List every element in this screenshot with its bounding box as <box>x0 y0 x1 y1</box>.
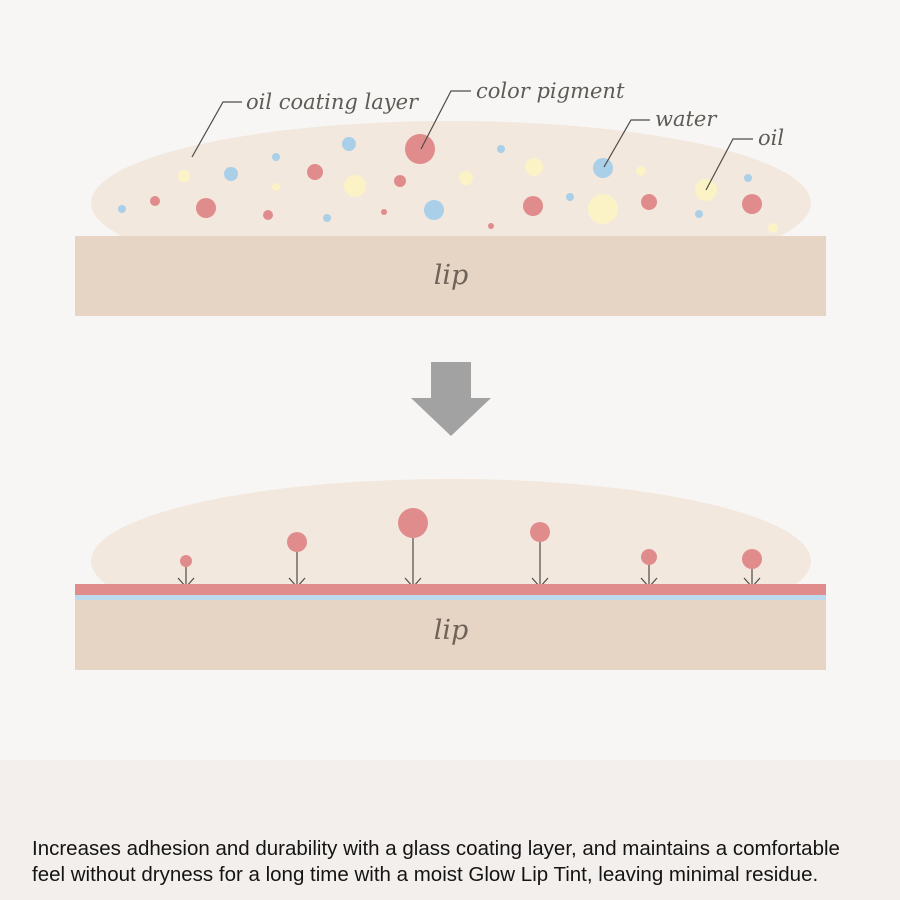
bottom-panel: lip <box>75 479 826 670</box>
water-particle <box>497 145 505 153</box>
pigment-drop <box>530 522 550 542</box>
pigment-particle <box>641 194 657 210</box>
down-arrow-icon <box>411 362 491 436</box>
top-panel: lip oil coating layer color pigment wate… <box>75 79 826 316</box>
lip-tint-diagram: lip oil coating layer color pigment wate… <box>75 79 826 670</box>
label-color-pigment: color pigment <box>476 79 625 103</box>
water-particle <box>695 210 703 218</box>
pigment-particle <box>307 164 323 180</box>
water-layer <box>75 595 826 600</box>
pigment-particle <box>150 196 160 206</box>
caption-band: Increases adhesion and durability with a… <box>0 760 900 900</box>
oil-particle <box>525 158 543 176</box>
leader-line-oil <box>705 138 753 191</box>
pigment-particle <box>742 194 762 214</box>
lip-base-top <box>75 236 826 316</box>
water-particle <box>566 193 574 201</box>
water-particle <box>424 200 444 220</box>
pigment-particle <box>394 175 406 187</box>
pigment-drop <box>641 549 657 565</box>
pigment-particle <box>488 223 494 229</box>
oil-particle <box>459 171 473 185</box>
pigment-particle <box>381 209 387 215</box>
water-particle <box>224 167 238 181</box>
pigment-particle <box>523 196 543 216</box>
pigment-layer <box>75 584 826 595</box>
leader-line-water <box>603 119 650 168</box>
oil-particle <box>636 166 646 176</box>
pigment-particle <box>196 198 216 218</box>
oil-particle <box>768 223 778 233</box>
label-oil: oil <box>758 126 784 150</box>
water-particle <box>744 174 752 182</box>
lip-label-bottom: lip <box>434 615 469 646</box>
water-particle <box>342 137 356 151</box>
water-particle <box>272 153 280 161</box>
label-oil-coating-layer: oil coating layer <box>246 90 420 114</box>
water-particle <box>118 205 126 213</box>
pigment-drop <box>287 532 307 552</box>
water-particle <box>593 158 613 178</box>
oil-particle <box>272 183 280 191</box>
leader-line-oil-coating <box>191 101 242 158</box>
leader-line-color-pigment <box>420 90 471 150</box>
lip-label-top: lip <box>434 260 469 291</box>
water-particle <box>323 214 331 222</box>
caption-text: Increases adhesion and durability with a… <box>32 837 840 886</box>
oil-particle <box>588 194 618 224</box>
pigment-drop <box>398 508 428 538</box>
particles-group <box>118 134 778 233</box>
pigment-drop <box>180 555 192 567</box>
pigment-particle <box>405 134 435 164</box>
label-water: water <box>655 107 718 131</box>
pigment-drop <box>742 549 762 569</box>
oil-particle <box>344 175 366 197</box>
pigment-particle <box>263 210 273 220</box>
oil-particle <box>178 170 190 182</box>
